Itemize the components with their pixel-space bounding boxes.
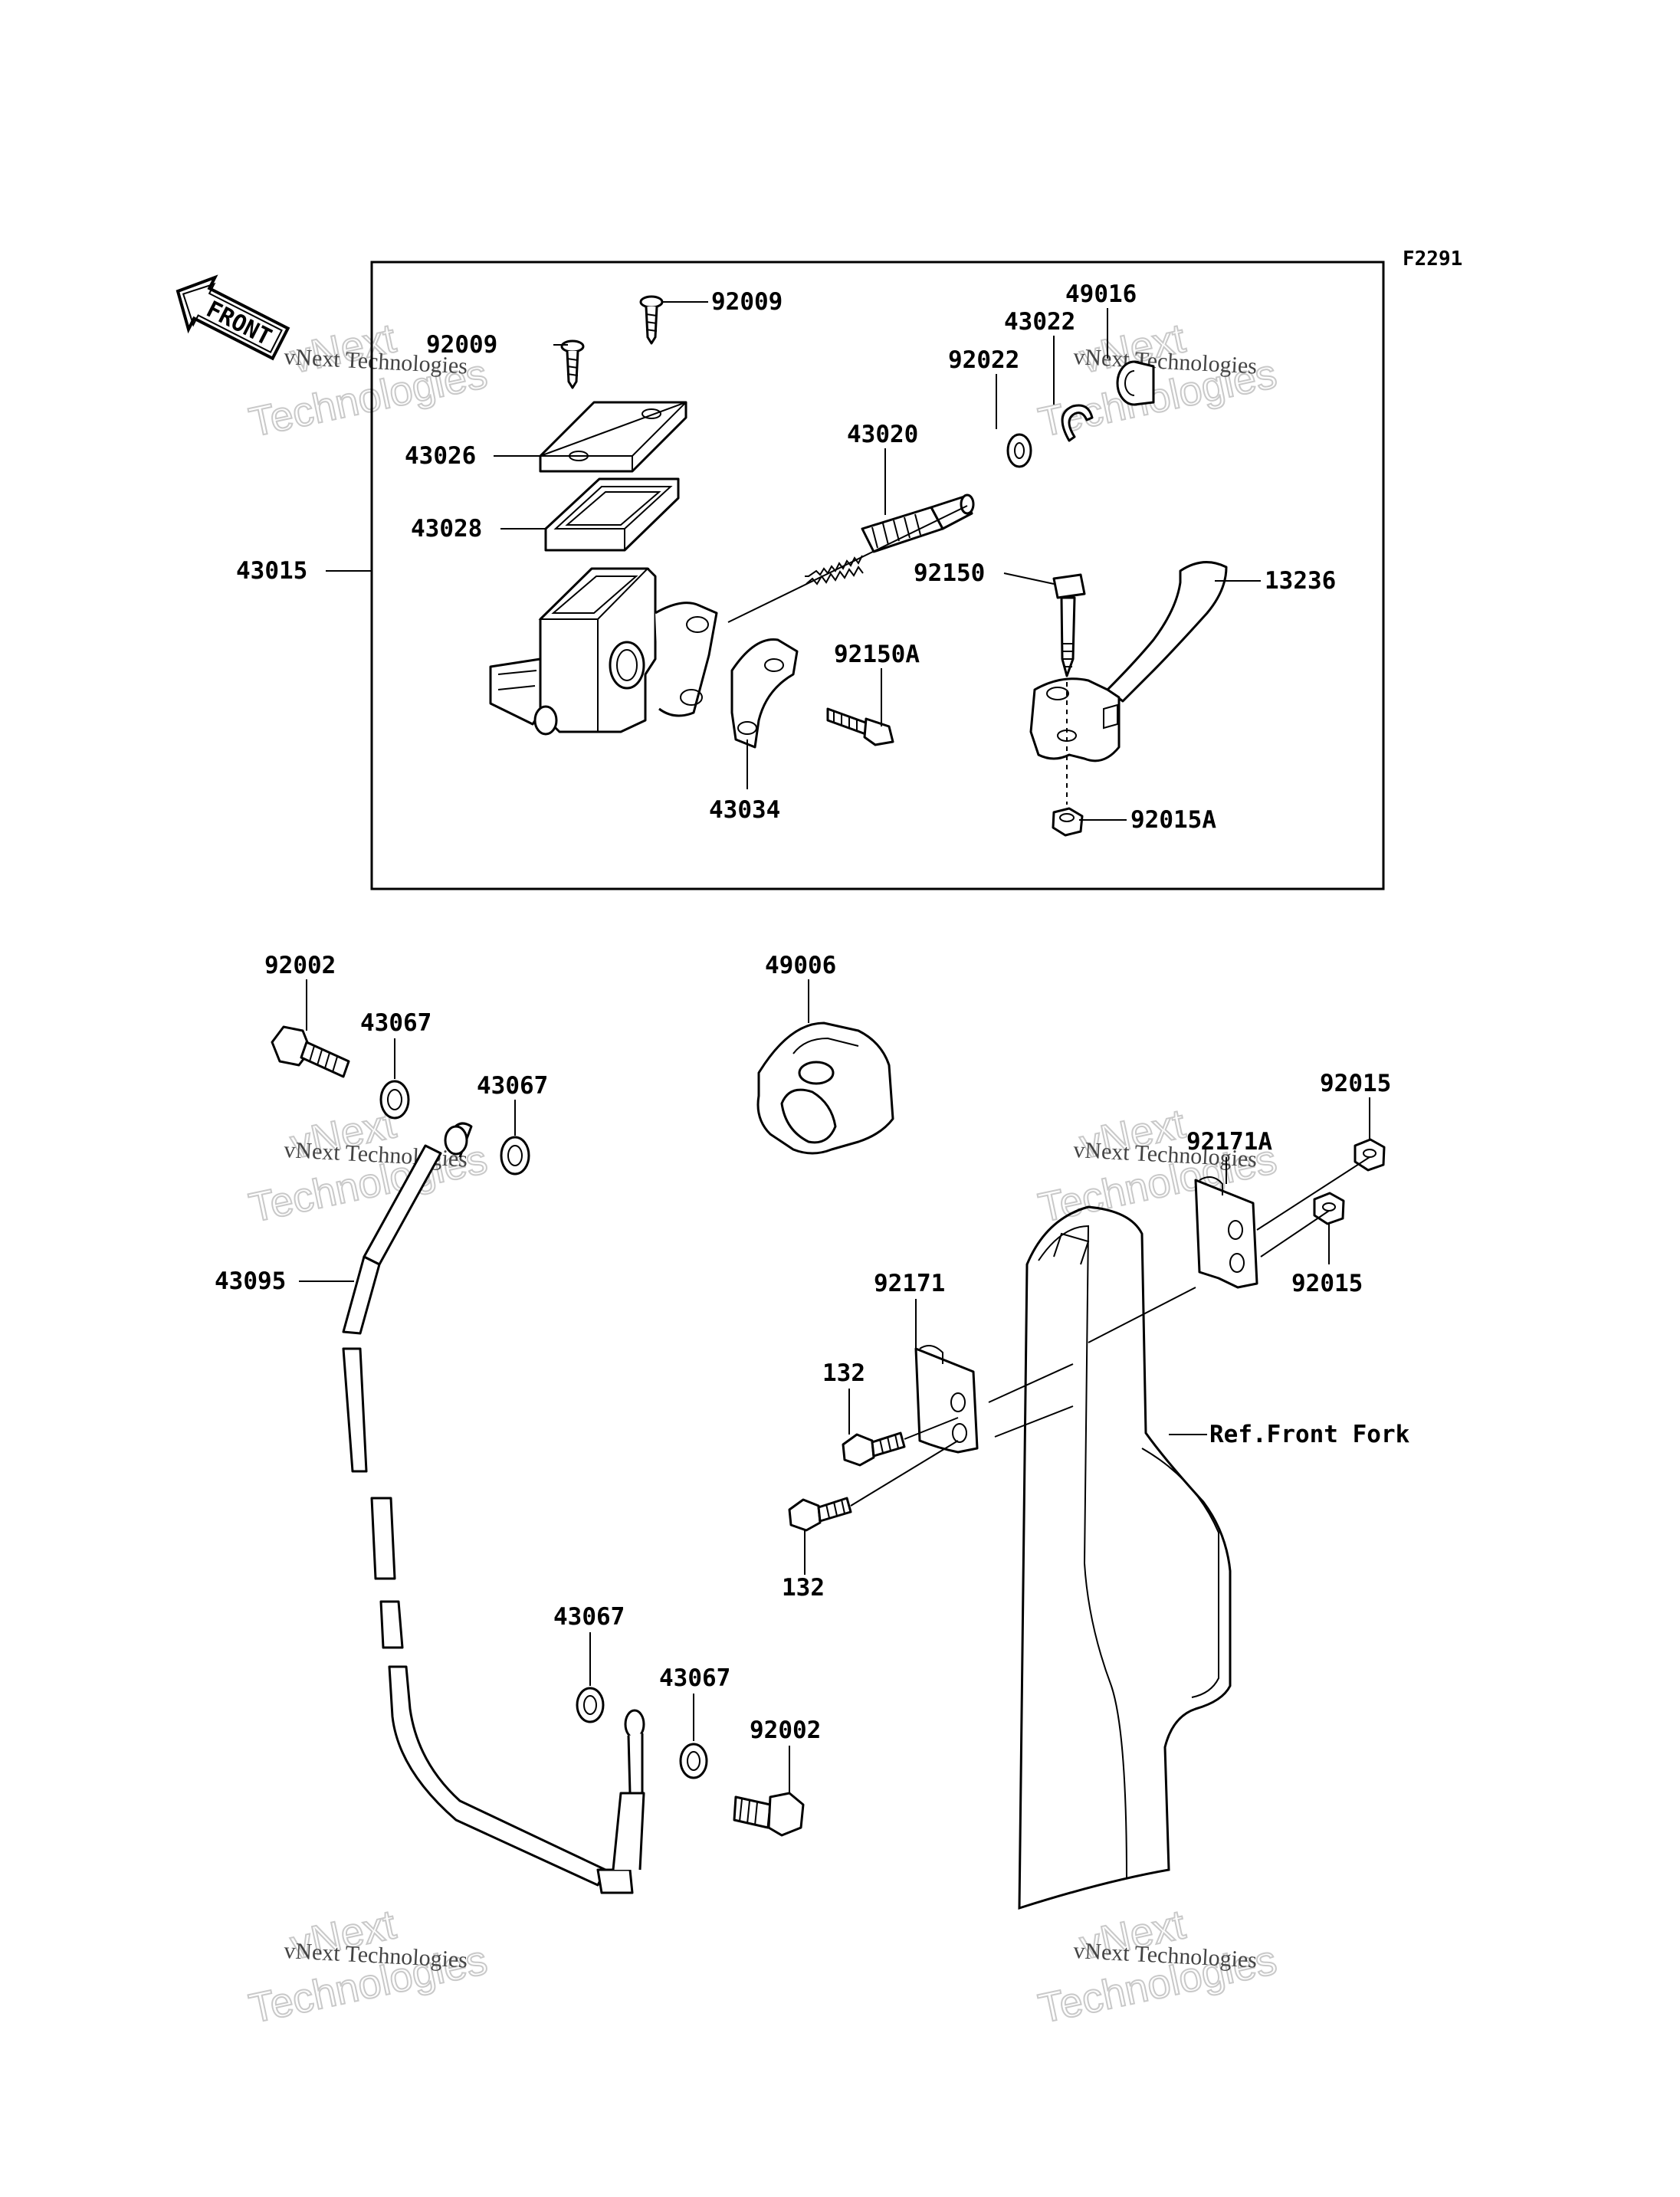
part-label-43067: 43067 [360,1009,431,1037]
part-label-13236: 13236 [1265,567,1336,595]
part-label-132: 132 [822,1359,865,1387]
washer-43067-2 [500,1136,530,1176]
front-fork-reference [1018,1205,1232,1910]
part-label-92150A: 92150A [834,641,920,668]
leader-lines [299,301,1370,1793]
part-label-43026: 43026 [405,442,476,470]
part-label-92022: 92022 [948,346,1019,374]
piston-assy-43020 [805,494,975,585]
brake-hose-43095 [342,1122,645,1894]
washer-92022 [1006,433,1032,468]
boot-49016 [1116,360,1155,406]
washer-43067-1 [379,1080,410,1120]
clamp-92171A [1194,1176,1258,1289]
washer-43067-4 [679,1743,708,1779]
screw-92009-right [639,295,664,345]
part-label-43015: 43015 [236,557,307,585]
master-cylinder-box [370,261,1385,890]
part-label-92150: 92150 [914,559,985,587]
part-label-43067: 43067 [477,1072,548,1100]
part-label-92015: 92015 [1320,1070,1391,1097]
part-label-43022: 43022 [1004,308,1075,336]
bolt-92150A [826,707,894,746]
snap-ring-43022 [1061,404,1094,442]
pivot-bolt-92150 [1052,573,1086,677]
part-label-92171A: 92171A [1186,1128,1272,1156]
washer-43067-3 [576,1687,605,1723]
diagram-code: F2291 [1403,248,1462,271]
part-label-92009: 92009 [711,288,783,316]
diaphragm-43028 [544,477,680,552]
nut-92015-upper [1354,1138,1386,1172]
watermark-caption: vNext Technologies [1073,1938,1258,1973]
nut-92015-lower [1313,1192,1345,1225]
part-label-49016: 49016 [1065,280,1137,308]
bolt-132-upper [842,1431,906,1467]
reference-label: Ref.Front Fork [1209,1421,1410,1448]
part-label-49006: 49006 [765,952,836,979]
part-label-92002: 92002 [264,952,336,979]
part-label-43095: 43095 [215,1267,286,1295]
clamp-43034 [730,638,799,749]
part-label-92002: 92002 [750,1717,821,1744]
watermark-caption: vNext Technologies [284,1938,468,1973]
master-cylinder-body-43015 [489,567,718,736]
reservoir-cap-43026 [539,401,687,473]
holder-49006 [756,1021,894,1155]
nut-92015A [1052,807,1084,837]
banjo-bolt-92002-lower [733,1792,805,1837]
part-label-92015: 92015 [1291,1270,1363,1297]
bolt-132-lower [788,1497,852,1532]
banjo-bolt-92002-upper [271,1025,350,1078]
screw-92009-left [560,339,585,389]
clamp-92171 [914,1345,979,1454]
part-label-43020: 43020 [847,421,918,448]
part-label-43034: 43034 [709,796,780,824]
part-label-92171: 92171 [874,1270,945,1297]
part-label-132: 132 [782,1574,825,1602]
part-label-43028: 43028 [411,515,482,543]
part-label-92009: 92009 [426,331,497,359]
lever-13236 [1029,561,1228,762]
part-label-43067: 43067 [659,1664,730,1692]
front-arrow-icon: FRONT [176,274,290,361]
part-label-43067: 43067 [553,1603,625,1631]
part-labels: 92009 92009 43026 43028 43015 43020 9202… [215,280,1410,1744]
part-label-92015A: 92015A [1130,806,1216,834]
